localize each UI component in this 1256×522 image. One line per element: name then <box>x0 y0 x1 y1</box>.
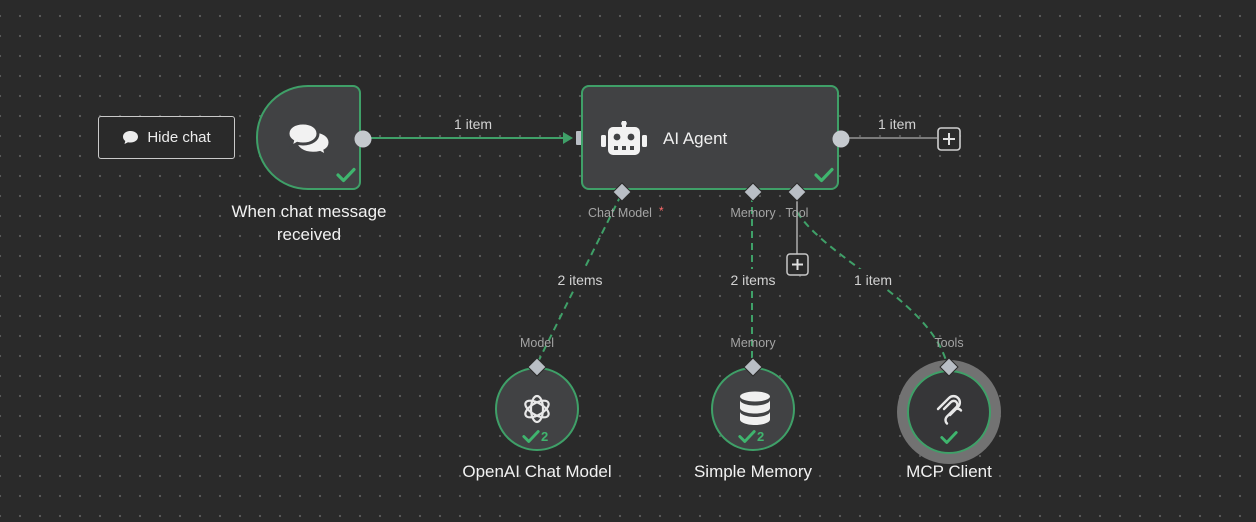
add-tool-button[interactable] <box>786 253 809 276</box>
edge-label-tool: 1 item <box>854 272 892 288</box>
success-check-icon <box>814 167 834 183</box>
success-check-icon <box>336 167 356 183</box>
memory-port[interactable] <box>743 182 763 202</box>
required-mark: * <box>659 204 664 218</box>
openai-node-title: OpenAI Chat Model <box>462 462 612 481</box>
mcp-node-title: MCP Client <box>906 462 992 481</box>
openai-chat-model-node[interactable]: 2 <box>495 367 579 451</box>
port-label-memory: Memory <box>730 206 776 220</box>
model-input-port[interactable] <box>527 357 547 377</box>
ai-agent-title: AI Agent <box>663 129 728 148</box>
mcp-client-node[interactable] <box>907 370 991 454</box>
simple-memory-node[interactable]: 2 <box>711 367 795 451</box>
edge-arrow-icon <box>563 132 573 144</box>
tools-input-port[interactable] <box>939 357 959 377</box>
openai-logo-icon <box>524 394 550 424</box>
port-label-tool: Tool <box>786 206 809 220</box>
edge-label-trigger-agent: 1 item <box>454 116 492 132</box>
edge-model-link[interactable] <box>536 194 622 365</box>
memory-node-title: Simple Memory <box>693 462 813 481</box>
chat-trigger-node[interactable] <box>256 85 361 190</box>
port-label-chat-model: Chat Model <box>588 206 652 220</box>
port-label-memory-in: Memory <box>730 336 776 350</box>
edge-label-agent-output: 1 item <box>878 116 916 132</box>
edge-label-memory: 2 items <box>730 272 775 288</box>
chat-model-port[interactable] <box>612 182 632 202</box>
port-label-model-in: Model <box>520 336 554 350</box>
success-check-icon <box>940 431 958 444</box>
port-label-tools-in: Tools <box>934 336 963 350</box>
trigger-output-port[interactable] <box>353 129 373 149</box>
trigger-node-title: When chat message received <box>231 202 387 244</box>
mcp-icon <box>936 394 963 425</box>
agent-output-port[interactable] <box>831 129 851 149</box>
robot-icon <box>601 121 647 155</box>
tool-port[interactable] <box>787 182 807 202</box>
hide-chat-label: Hide chat <box>147 129 211 146</box>
chat-bubble-icon <box>123 131 139 144</box>
add-node-output-button[interactable] <box>937 127 961 151</box>
edge-label-model: 2 items <box>557 272 602 288</box>
memory-input-port[interactable] <box>743 357 763 377</box>
ai-agent-node[interactable]: AI Agent <box>581 85 839 190</box>
success-check-icon <box>522 430 540 443</box>
run-count-badge: 2 <box>541 429 549 444</box>
database-icon <box>740 391 770 425</box>
success-check-icon <box>738 430 756 443</box>
hide-chat-button[interactable]: Hide chat <box>98 116 235 159</box>
chat-bubbles-icon <box>287 121 332 157</box>
run-count-badge: 2 <box>757 429 765 444</box>
